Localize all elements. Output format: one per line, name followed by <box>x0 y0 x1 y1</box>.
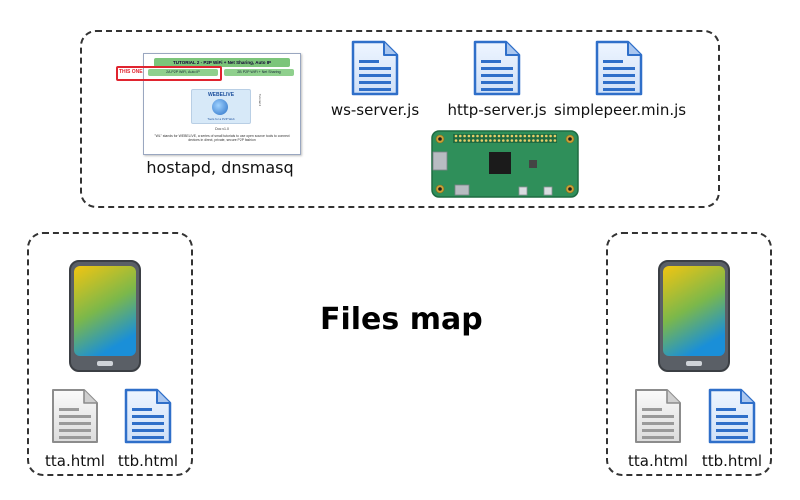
raspberry-pi-zero-icon <box>431 130 579 198</box>
left-tta-label: tta.html <box>45 452 105 470</box>
left-ttb-label: ttb.html <box>117 452 179 470</box>
tutorial-thumbnail: TUTORIAL 2 - P2P WiFi + Net Sharing, Aut… <box>143 53 301 155</box>
simplepeer-file-icon <box>594 40 644 96</box>
right-tta-label: tta.html <box>628 452 688 470</box>
simplepeer-label: simplepeer.min.js <box>554 101 687 119</box>
this-one-label: THIS ONE <box>119 68 143 75</box>
left-tta-file-icon <box>50 388 100 444</box>
ws-server-file-icon <box>350 40 400 96</box>
left-ttb-file-icon <box>123 388 173 444</box>
http-server-label: http-server.js <box>447 101 547 119</box>
server-group <box>80 30 720 208</box>
thumb-side-text: Tutorial 2 <box>258 93 263 107</box>
right-ttb-label: ttb.html <box>701 452 763 470</box>
thumb-note: "WL" stands for WEBELIVE, a series of sm… <box>154 134 290 143</box>
logo-word: WEBELIVE <box>207 92 235 98</box>
logo-caption: Tools for a P2P Web <box>207 117 235 121</box>
client-left-group <box>27 232 193 476</box>
globe-icon <box>212 99 228 115</box>
this-one-highlight <box>116 66 222 81</box>
hostapd-label: hostapd, dnsmasq <box>146 158 294 177</box>
webelive-logo: WEBELIVE Tools for a P2P Web <box>191 89 251 124</box>
client-right-group <box>606 232 772 476</box>
right-tta-file-icon <box>633 388 683 444</box>
thumb-option-b: 2B P2P WiFi + Net Sharing <box>224 69 294 76</box>
right-smartphone-icon <box>658 260 730 372</box>
page-title: Files map <box>320 302 483 337</box>
left-smartphone-icon <box>69 260 141 372</box>
right-ttb-file-icon <box>707 388 757 444</box>
http-server-file-icon <box>472 40 522 96</box>
thumb-heading: TUTORIAL 2 - P2P WiFi + Net Sharing, Aut… <box>154 58 290 67</box>
ws-server-label: ws-server.js <box>330 101 420 119</box>
thumb-option-a: 2A P2P WiFi, Auto IP <box>148 69 218 76</box>
thumb-version: Doc v1.0 <box>215 127 229 131</box>
